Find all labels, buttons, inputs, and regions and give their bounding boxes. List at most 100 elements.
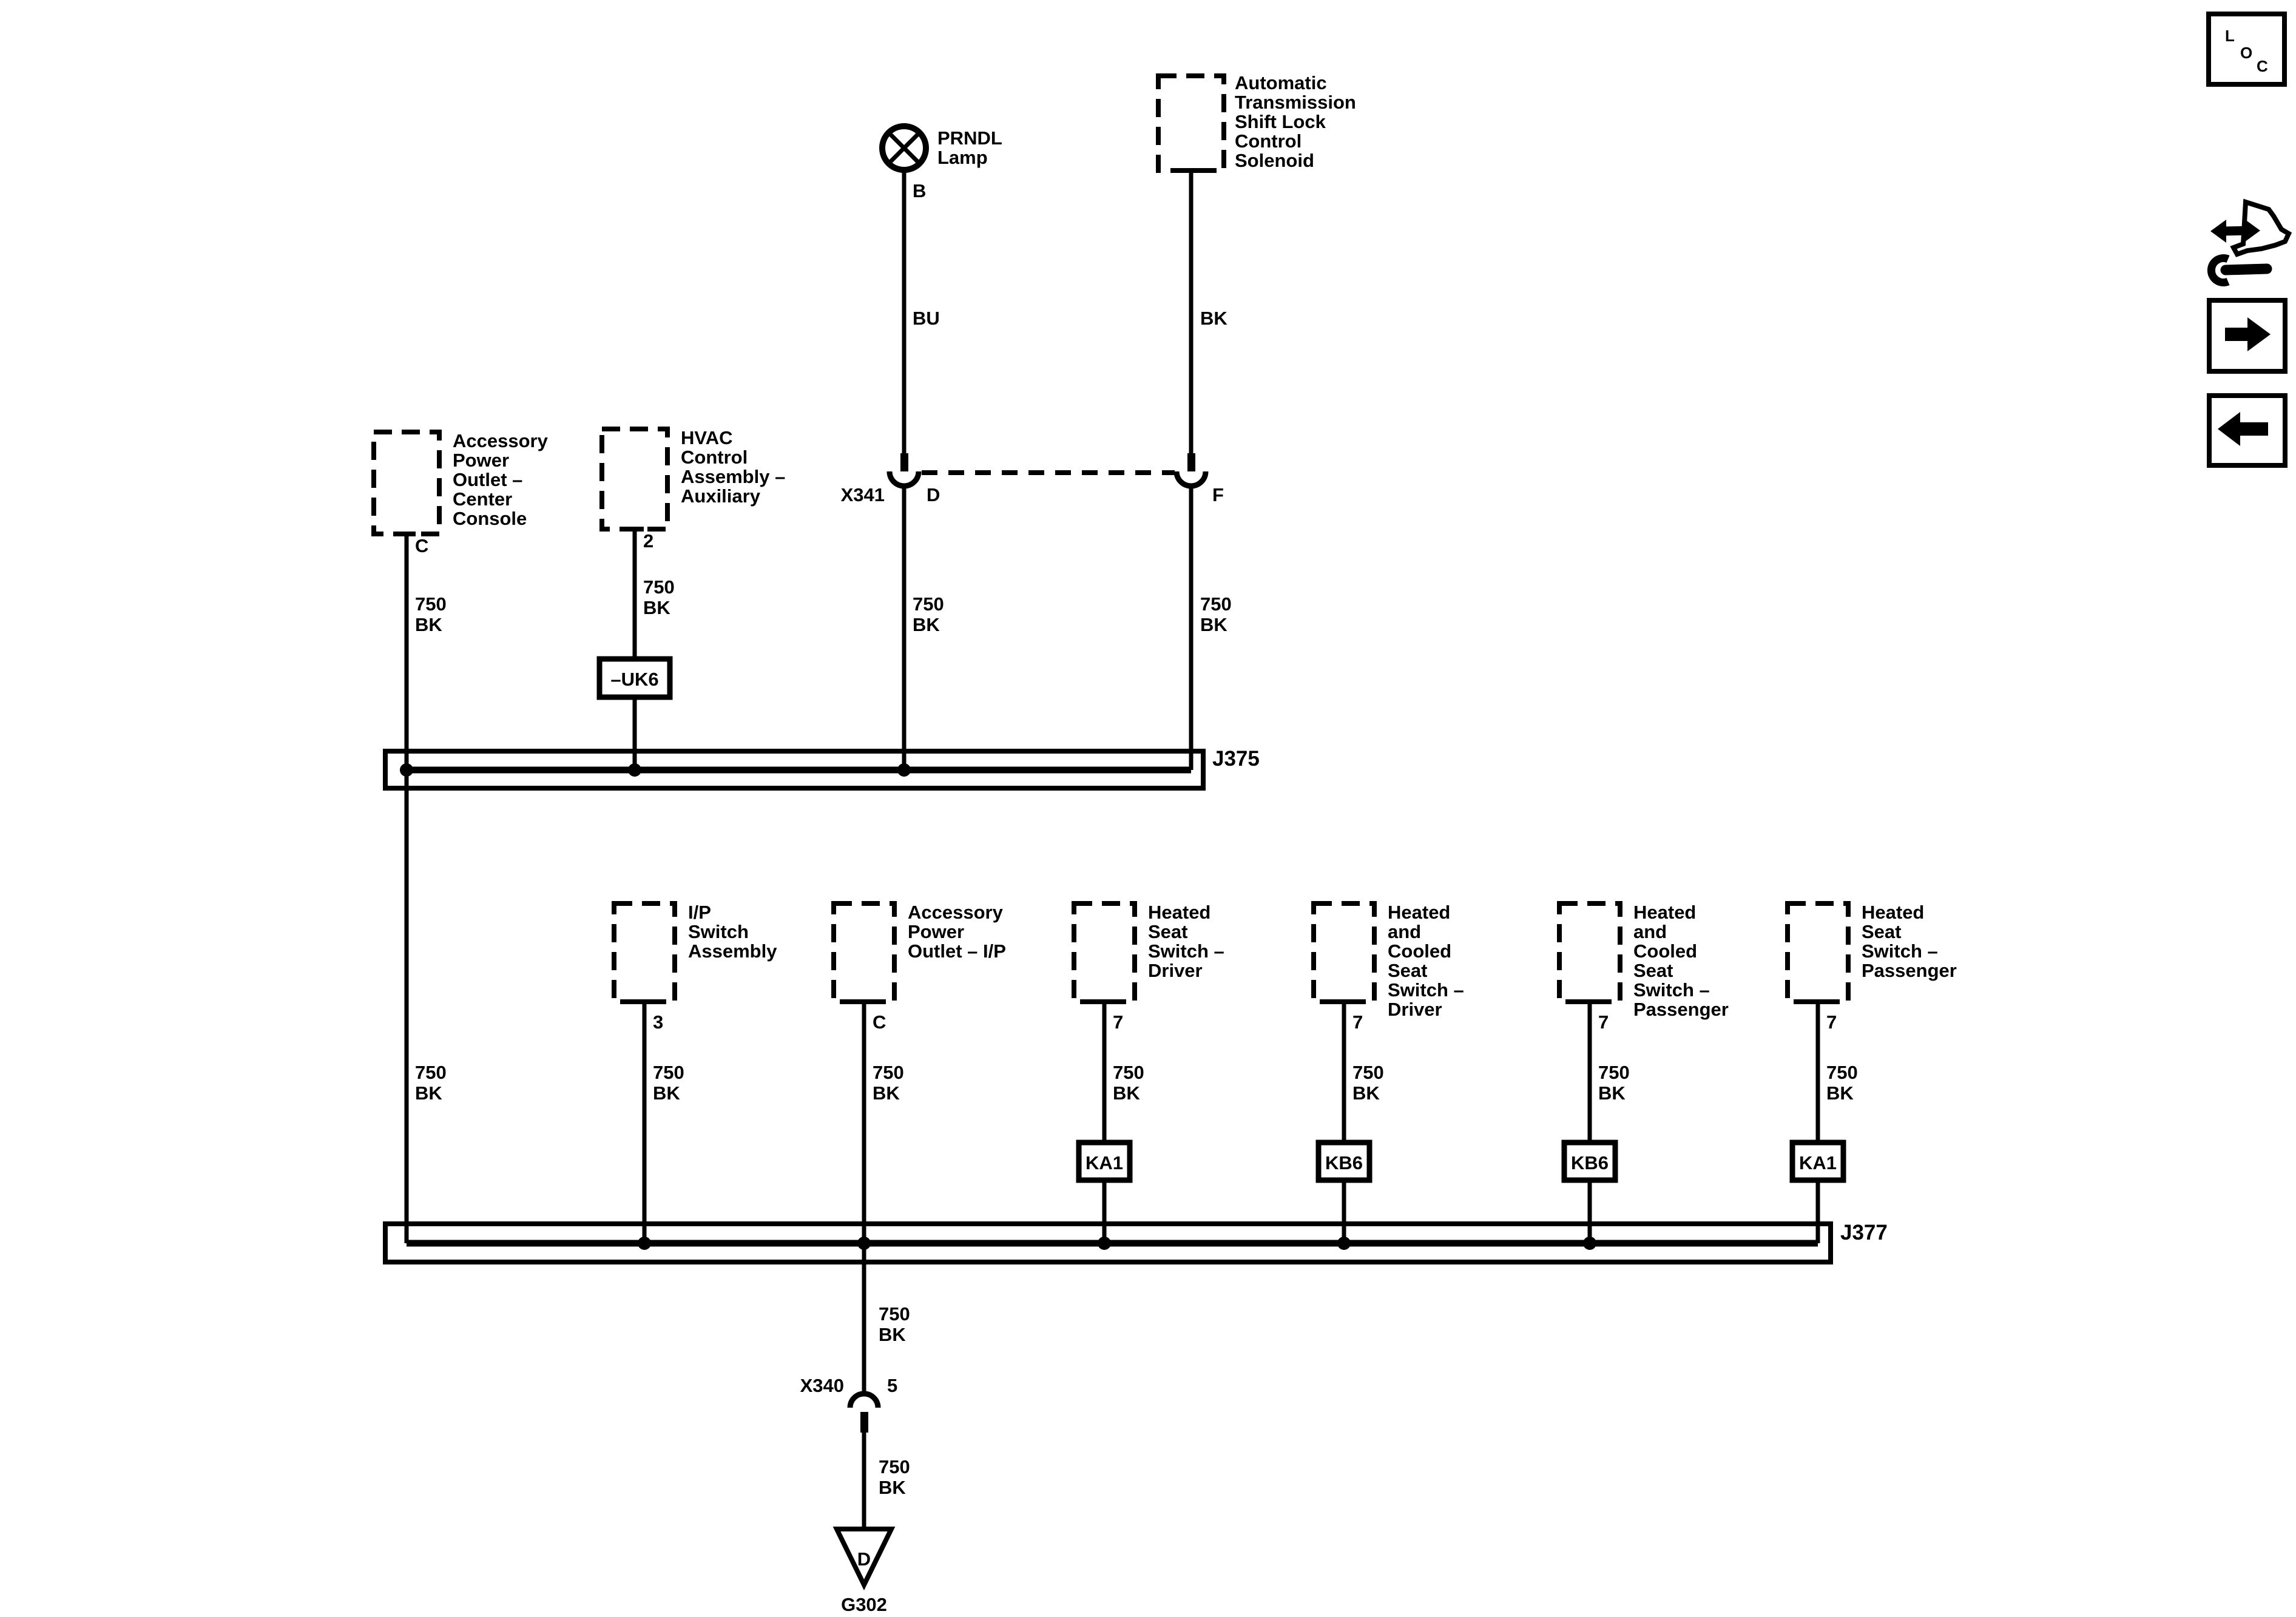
component-label: Cooled bbox=[1633, 940, 1697, 962]
splice-pack-outline bbox=[383, 1221, 1833, 1264]
wire-color-label: BK bbox=[1598, 1082, 1626, 1104]
wire-color-label: BK bbox=[653, 1082, 680, 1104]
connector-socket-f bbox=[1173, 471, 1209, 489]
component-label: HVAC bbox=[681, 427, 733, 448]
connector-label: X340 bbox=[800, 1375, 844, 1396]
component-label: and bbox=[1633, 921, 1667, 942]
double-arrow-right-head bbox=[2244, 219, 2260, 242]
component-label: Console bbox=[453, 508, 527, 529]
wire-color-label: BK bbox=[873, 1082, 900, 1104]
wire-size-label: 750 bbox=[873, 1062, 904, 1083]
component-label: Switch – bbox=[1148, 940, 1224, 962]
splice-label: J377 bbox=[1840, 1221, 1888, 1244]
component-heated-seat-switch-driver: Heated Seat Switch – Driver 7 750 BK KA1 bbox=[1072, 901, 1224, 1243]
right-arrow-icon bbox=[2247, 317, 2271, 351]
component-shift-lock-solenoid: Automatic Transmission Shift Lock Contro… bbox=[1156, 72, 1356, 453]
wrench-handle-icon bbox=[2220, 263, 2272, 275]
component-box bbox=[1311, 901, 1377, 1004]
wire-color-label: BK bbox=[879, 1477, 906, 1498]
wire-color-label: BU bbox=[913, 308, 940, 329]
pin-label: 7 bbox=[1826, 1011, 1837, 1033]
component-label: Switch bbox=[688, 921, 749, 942]
ground-triangle-icon bbox=[832, 1527, 896, 1591]
wire-color-label: BK bbox=[415, 614, 442, 635]
junction-dot bbox=[1337, 1237, 1351, 1250]
connector-pin-label: 5 bbox=[887, 1375, 897, 1396]
component-label: Heated bbox=[1862, 902, 1924, 923]
previous-page-button[interactable] bbox=[2207, 393, 2288, 468]
component-label: Heated bbox=[1388, 902, 1450, 923]
component-label: Seat bbox=[1388, 960, 1427, 981]
component-label: Center bbox=[453, 488, 512, 510]
component-ip-switch-assembly: I/P Switch Assembly 3 750 BK bbox=[612, 901, 777, 1243]
component-label: Seat bbox=[1862, 921, 1901, 942]
connector-x340: X340 5 bbox=[800, 1375, 897, 1433]
option-code: KA1 bbox=[1799, 1152, 1837, 1173]
wire-solenoid-to-j375: 750 BK bbox=[1189, 486, 1232, 770]
junction-dot bbox=[1098, 1237, 1111, 1250]
connector-label: X341 bbox=[841, 484, 885, 505]
wire-size-label: 750 bbox=[879, 1456, 910, 1477]
junction-dot bbox=[400, 763, 413, 777]
component-prndl-lamp: PRNDL Lamp B BU bbox=[879, 123, 1002, 453]
component-label: Seat bbox=[1633, 960, 1673, 981]
splice-j377: J377 bbox=[383, 1221, 1888, 1264]
next-page-frame bbox=[2207, 298, 2288, 374]
component-label: Driver bbox=[1388, 999, 1442, 1020]
wire-color-label: BK bbox=[415, 1082, 442, 1104]
junction-dot bbox=[638, 1237, 651, 1250]
option-code: KA1 bbox=[1086, 1152, 1123, 1173]
option-box bbox=[596, 656, 673, 700]
connector-socket-d bbox=[886, 471, 922, 489]
component-label: Power bbox=[908, 921, 964, 942]
connector-x341: X341 D F bbox=[841, 453, 1224, 505]
component-label: Seat bbox=[1148, 921, 1187, 942]
component-label: Driver bbox=[1148, 960, 1203, 981]
component-label: Transmission bbox=[1235, 92, 1356, 113]
wire-color-label: BK bbox=[1113, 1082, 1140, 1104]
adjust-tools-icon[interactable] bbox=[2207, 198, 2292, 286]
component-label: Passenger bbox=[1862, 960, 1957, 981]
pin-label: 2 bbox=[643, 530, 653, 552]
loc-letter-o: O bbox=[2240, 44, 2252, 62]
component-label: Automatic bbox=[1235, 72, 1327, 93]
option-code: KB6 bbox=[1571, 1152, 1609, 1173]
wire-size-label: 750 bbox=[653, 1062, 684, 1083]
loc-button-frame bbox=[2206, 12, 2287, 87]
wire-color-label: BK bbox=[1200, 308, 1227, 329]
component-box bbox=[831, 901, 897, 1004]
wire-size-label: 750 bbox=[415, 593, 447, 615]
wire-color-label: BK bbox=[913, 614, 940, 635]
wire-color-label: BK bbox=[1826, 1082, 1854, 1104]
pin-label: 3 bbox=[653, 1011, 663, 1033]
loc-button[interactable]: L O C bbox=[2206, 12, 2287, 87]
pin-label: 7 bbox=[1598, 1011, 1609, 1033]
component-label: Heated bbox=[1148, 902, 1210, 923]
component-label: Switch – bbox=[1633, 979, 1710, 1001]
ground-run: 750 BK X340 5 750 BK D G302 bbox=[800, 1303, 910, 1615]
component-label: Lamp bbox=[937, 147, 988, 168]
component-box bbox=[1557, 901, 1622, 1004]
wire-size-label: 750 bbox=[1826, 1062, 1858, 1083]
junction-dot bbox=[1583, 1237, 1596, 1250]
component-label: Switch – bbox=[1862, 940, 1938, 962]
component-label: Outlet – I/P bbox=[908, 940, 1006, 962]
next-page-button[interactable] bbox=[2207, 298, 2288, 374]
option-box bbox=[1789, 1139, 1846, 1183]
component-label: Switch – bbox=[1388, 979, 1464, 1001]
pin-label: B bbox=[913, 180, 926, 201]
component-label: Passenger bbox=[1633, 999, 1729, 1020]
component-label: Control bbox=[1235, 130, 1302, 152]
component-label: Control bbox=[681, 447, 748, 468]
wire-color-label: BK bbox=[1352, 1082, 1380, 1104]
wire-size-label: 750 bbox=[1200, 593, 1232, 615]
component-label: Accessory bbox=[908, 902, 1004, 923]
wire-size-label: 750 bbox=[879, 1303, 910, 1325]
component-apo-center-console: Accessory Power Outlet – Center Console … bbox=[371, 430, 549, 635]
component-heated-cooled-seat-switch-passenger: Heated and Cooled Seat Switch – Passenge… bbox=[1557, 901, 1729, 1243]
junction-dot bbox=[628, 763, 641, 777]
component-label: Assembly bbox=[688, 940, 777, 962]
hand-outline-icon bbox=[2230, 198, 2292, 257]
